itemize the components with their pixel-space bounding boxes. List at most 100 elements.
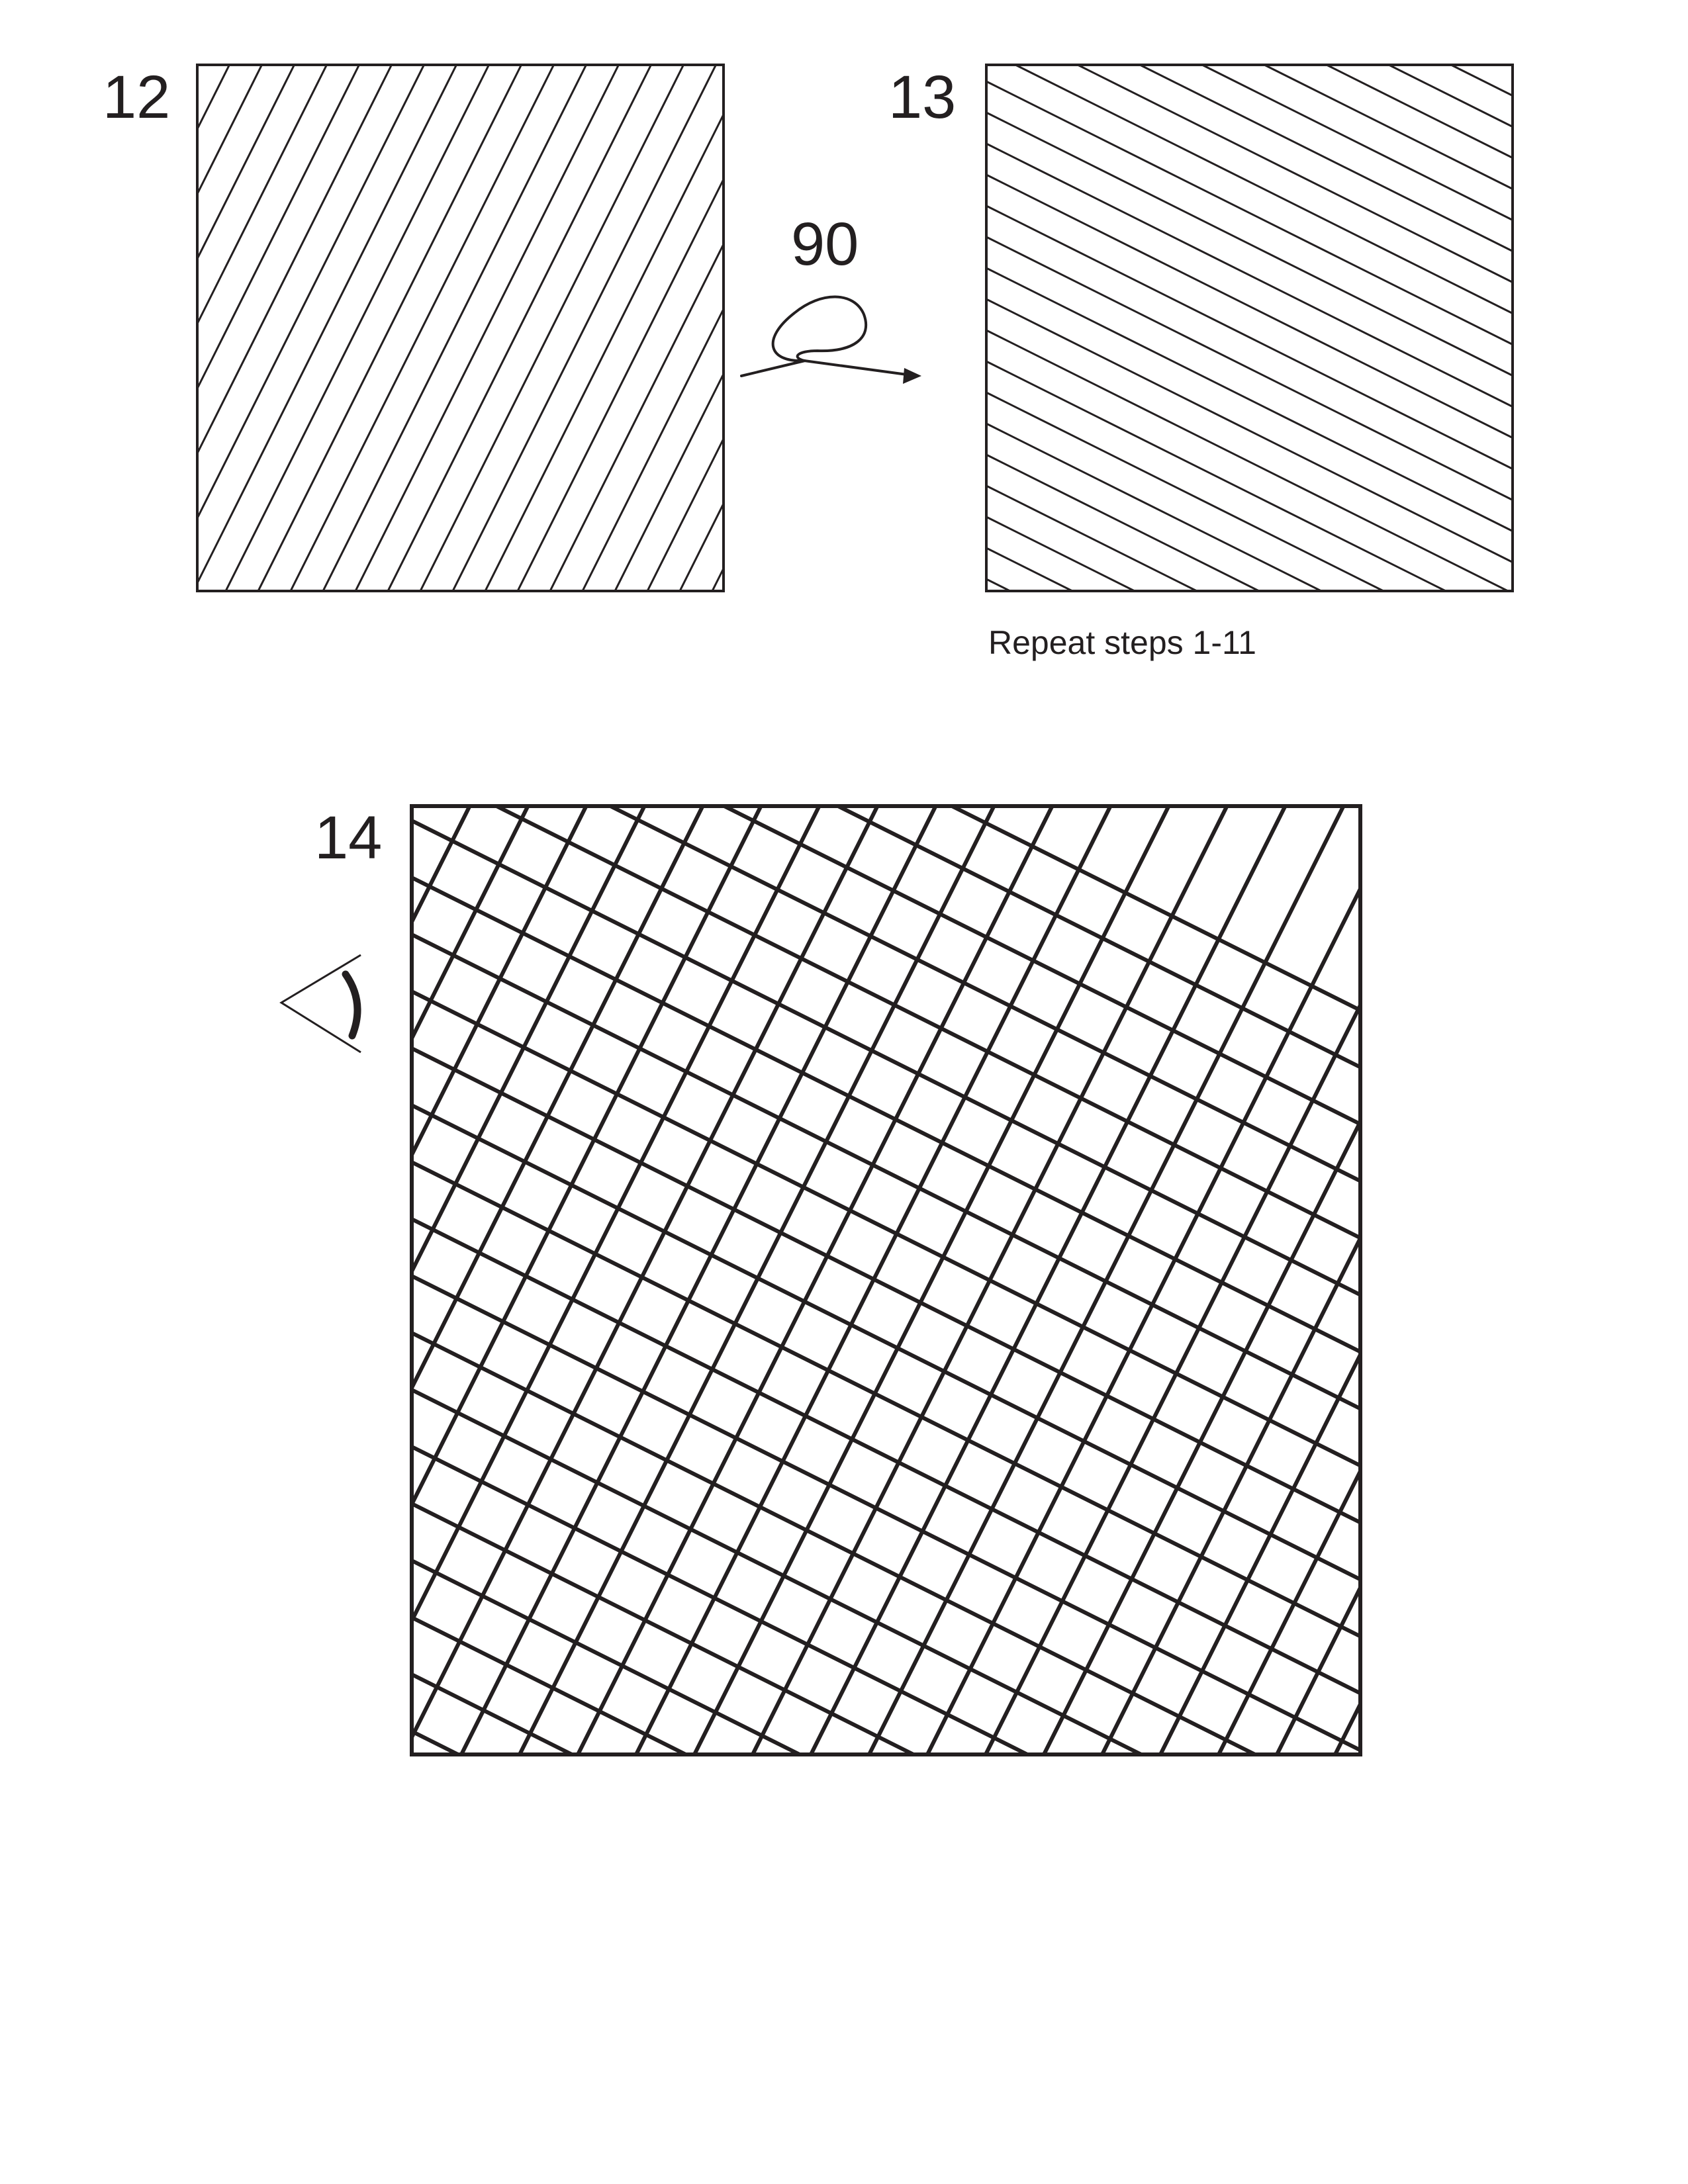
hatch-line [1158,1353,1362,1756]
hatch-line [516,179,725,592]
hatch-line [410,805,647,1273]
hatch-line [1042,1120,1362,1756]
hatch-line [986,547,1073,592]
hatch-line [410,1672,573,1756]
hatch-line [410,1615,687,1756]
hatch-line [986,142,1513,408]
hatch-line [986,360,1446,592]
hatch-line [986,298,1513,563]
hatch-line [410,989,1362,1468]
hatch-line [1326,64,1513,159]
hatch-line [1015,64,1513,314]
hatch-line [984,1004,1362,1756]
hatch-line [986,422,1322,592]
rotate-arrow-icon [740,295,921,384]
hatch-line [986,578,1011,592]
hatch-line [986,391,1384,592]
hatch-line [196,64,457,584]
step-13-panel [985,64,1514,592]
hatch-line [322,64,587,592]
hatch-line [410,819,1362,1297]
hatch-line [196,64,295,259]
step-12-frame [196,64,725,592]
hatch-line [1201,64,1513,221]
hatch-line [410,805,821,1622]
hatch-line [410,876,1362,1354]
hatch-line [459,805,938,1756]
hatch-line [986,484,1197,592]
step-13-hatching [986,64,1513,592]
hatch-line [410,805,588,1156]
hatch-line [986,329,1509,592]
hatch-line [986,205,1513,470]
hatch-line [1264,64,1513,190]
hatch-line [196,64,263,195]
hatch-line [1450,64,1513,97]
hatch-line [354,64,620,592]
hatch-line [986,80,1513,345]
hatch-line [1333,1703,1362,1756]
step-14-number: 14 [314,804,382,872]
hatch-line [196,64,393,454]
hatch-line [410,1331,1256,1756]
hatch-line [692,805,1171,1756]
hatch-line [387,64,652,592]
hatch-line [837,804,1362,1069]
hatch-line [951,804,1362,1013]
hatch-line [224,64,490,592]
hatch-line [410,805,705,1389]
hatch-line [410,805,472,923]
hatch-line [986,111,1513,377]
hatch-line [609,804,1362,1183]
hatch-line [986,236,1513,501]
step-12-panel [196,64,725,592]
hatch-line [196,64,360,389]
hatch-line [1139,64,1513,252]
hatch-line [410,1502,915,1756]
hatch-line [196,64,328,324]
hatch-line [419,64,684,592]
hatch-line [410,805,880,1739]
step-13-number: 13 [888,64,956,131]
hatch-line [410,1160,1362,1639]
hatch-line [723,804,1362,1126]
hatch-line [1217,1470,1362,1756]
hatch-line [410,1445,1029,1756]
hatch-line [614,373,725,592]
hatch-line [986,453,1260,592]
hatch-line [410,933,1362,1411]
rotation-label: 90 [791,210,859,278]
hatch-line [410,805,763,1506]
hatch-line [711,568,725,592]
step-12-hatching [196,64,725,592]
hatch-line [581,308,725,592]
hatch-line [410,1046,1362,1525]
step-13-frame [985,64,1514,592]
hatch-line [410,1729,459,1756]
hatch-line [679,503,725,592]
hatch-line [576,805,1055,1756]
hatch-line [1077,64,1513,283]
hatch-line [451,64,717,592]
hatch-line [196,64,425,519]
hatch-line [495,804,1362,1240]
hatch-line [410,805,530,1040]
hatch-line [289,64,555,592]
hatch-line [518,805,996,1756]
hatch-line [986,267,1513,532]
hatch-line [1388,64,1513,128]
hatch-line [257,64,522,592]
step-14-crosshatch [410,804,1362,1756]
eye-icon [279,954,361,1054]
hatch-line [646,438,725,592]
step-12-number: 12 [103,64,170,131]
hatch-line [196,64,230,130]
step-13-caption: Repeat steps 1-11 [988,624,1256,661]
hatch-line [484,114,725,592]
hatch-line [410,1388,1143,1756]
hatch-line [410,1103,1362,1582]
step-14-panel [410,804,1362,1756]
hatch-line [986,173,1513,439]
hatch-line [549,244,725,592]
